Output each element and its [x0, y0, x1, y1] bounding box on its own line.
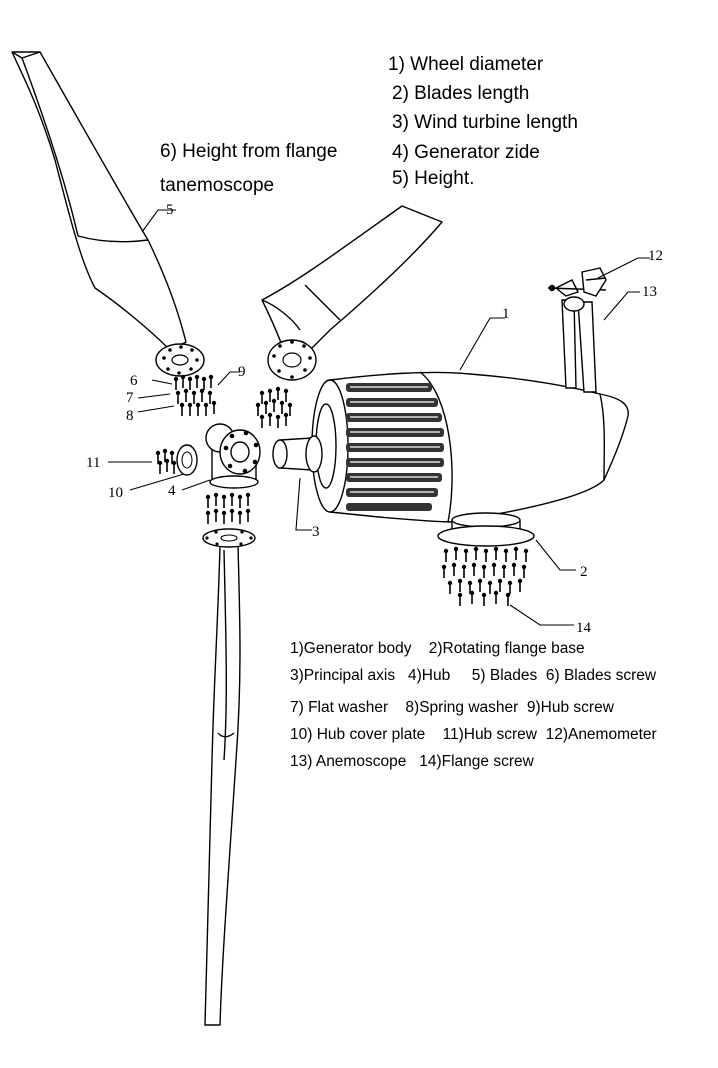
flange-blade-upper-middle [267, 339, 317, 381]
hub-screws-cluster-upper [255, 385, 294, 429]
dimension-item-3: 3) Wind turbine length [392, 112, 578, 133]
anemometer-mast [547, 267, 607, 393]
dimension-item-1: 1) Wheel diameter [388, 54, 544, 75]
callout-numbers: 5 6 7 8 9 11 10 4 3 1 2 14 12 13 [86, 202, 663, 636]
callout-13: 13 [642, 284, 657, 300]
callout-10: 10 [108, 485, 123, 501]
hub-screws-cluster-left [155, 447, 177, 475]
legend-row-5: 13) Anemoscope 14)Flange screw [290, 753, 534, 770]
blade-screws-cluster-lower [205, 491, 251, 525]
callout-3: 3 [312, 524, 320, 540]
hub-cover-plate [176, 444, 198, 476]
callout-8: 8 [126, 408, 134, 424]
callout-7: 7 [126, 390, 134, 406]
dimension-item-4: 4) Generator zide [392, 142, 540, 163]
legend-row-4: 10) Hub cover plate 11)Hub screw 12)Anem… [290, 726, 657, 743]
callout-5: 5 [166, 202, 174, 218]
legend-row-2: 3)Principal axis 4)Hub 5) Blades 6) Blad… [290, 667, 657, 684]
principal-axis [272, 435, 323, 473]
callout-1: 1 [502, 306, 510, 322]
blade-upper-left [11, 51, 187, 351]
callout-4: 4 [168, 483, 176, 499]
flange-blade-lower [202, 528, 256, 548]
leader-lines [108, 209, 650, 626]
rotating-flange-base [437, 512, 535, 547]
blade-lower [204, 545, 241, 1026]
callout-6: 6 [130, 373, 138, 389]
hub [205, 423, 261, 489]
legend-row-1: 1)Generator body 2)Rotating flange base [290, 640, 585, 657]
callout-12: 12 [648, 248, 663, 264]
callout-14: 14 [576, 620, 592, 636]
flange-screws-cluster [440, 545, 530, 607]
flange-blade-upper-left [155, 343, 205, 377]
dimension-item-2: 2) Blades length [392, 83, 530, 104]
callout-11: 11 [86, 455, 100, 471]
height-note-line1: 6) Height from flange [160, 141, 338, 162]
blade-upper-middle [261, 205, 443, 361]
blade-screws-cluster-left [173, 373, 217, 417]
dimension-item-5: 5) Height. [392, 168, 475, 189]
height-note-line2: tanemoscope [160, 175, 275, 196]
callout-2: 2 [580, 564, 588, 580]
legend-row-3: 7) Flat washer 8)Spring washer 9)Hub scr… [290, 699, 614, 716]
callout-9: 9 [238, 364, 246, 380]
generator-body [311, 371, 629, 523]
